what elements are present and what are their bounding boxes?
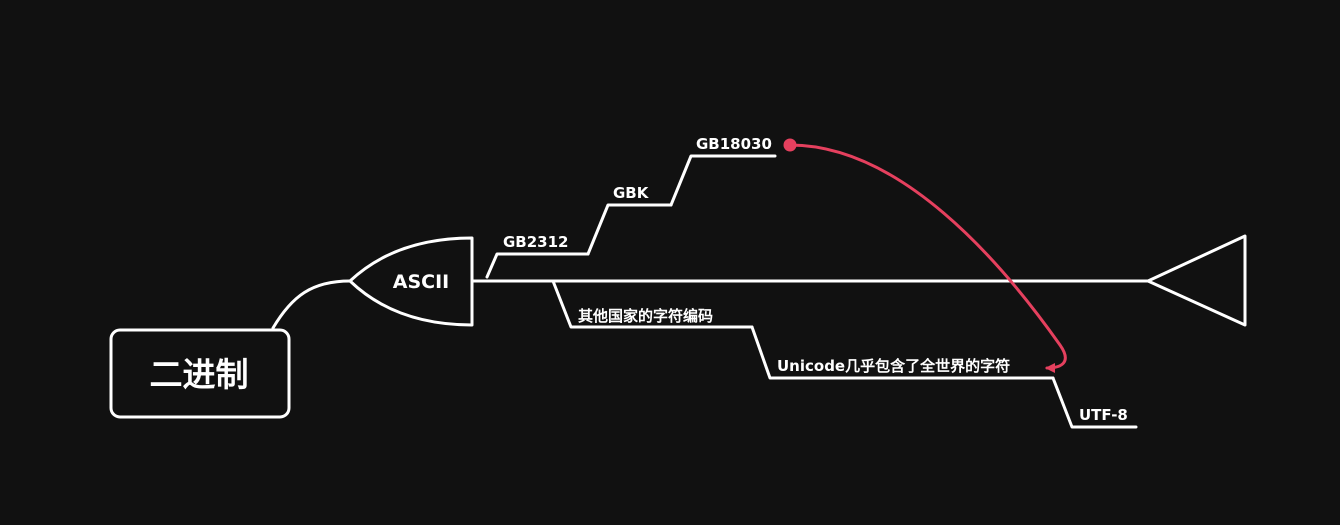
root-ascii-connector	[271, 279, 352, 330]
end-triangle-node[interactable]	[1146, 234, 1247, 327]
utf8-label[interactable]: UTF-8	[1079, 406, 1128, 424]
other-national-branch-line	[551, 279, 754, 329]
gb18030-branch-line	[669, 154, 777, 207]
unicode-label[interactable]: Unicode几乎包含了全世界的字符	[777, 357, 1010, 375]
gb2312-label[interactable]: GB2312	[503, 233, 569, 251]
gb2312-branch-line	[485, 252, 590, 279]
root-node-box[interactable]	[109, 328, 291, 419]
ascii-node-label: ASCII	[393, 271, 449, 293]
root-node-label: 二进制	[150, 355, 249, 394]
gb18030-label[interactable]: GB18030	[696, 135, 772, 153]
ascii-node-shape[interactable]	[348, 236, 474, 327]
gbk-branch-line	[586, 203, 673, 256]
unicode-branch-line	[750, 325, 1055, 380]
relationship-start-dot	[783, 138, 797, 152]
other-national-label[interactable]: 其他国家的字符编码	[578, 307, 713, 325]
gbk-label[interactable]: GBK	[613, 184, 650, 202]
utf8-branch-line	[1051, 376, 1138, 429]
relationship-arrow[interactable]	[788, 143, 1067, 373]
